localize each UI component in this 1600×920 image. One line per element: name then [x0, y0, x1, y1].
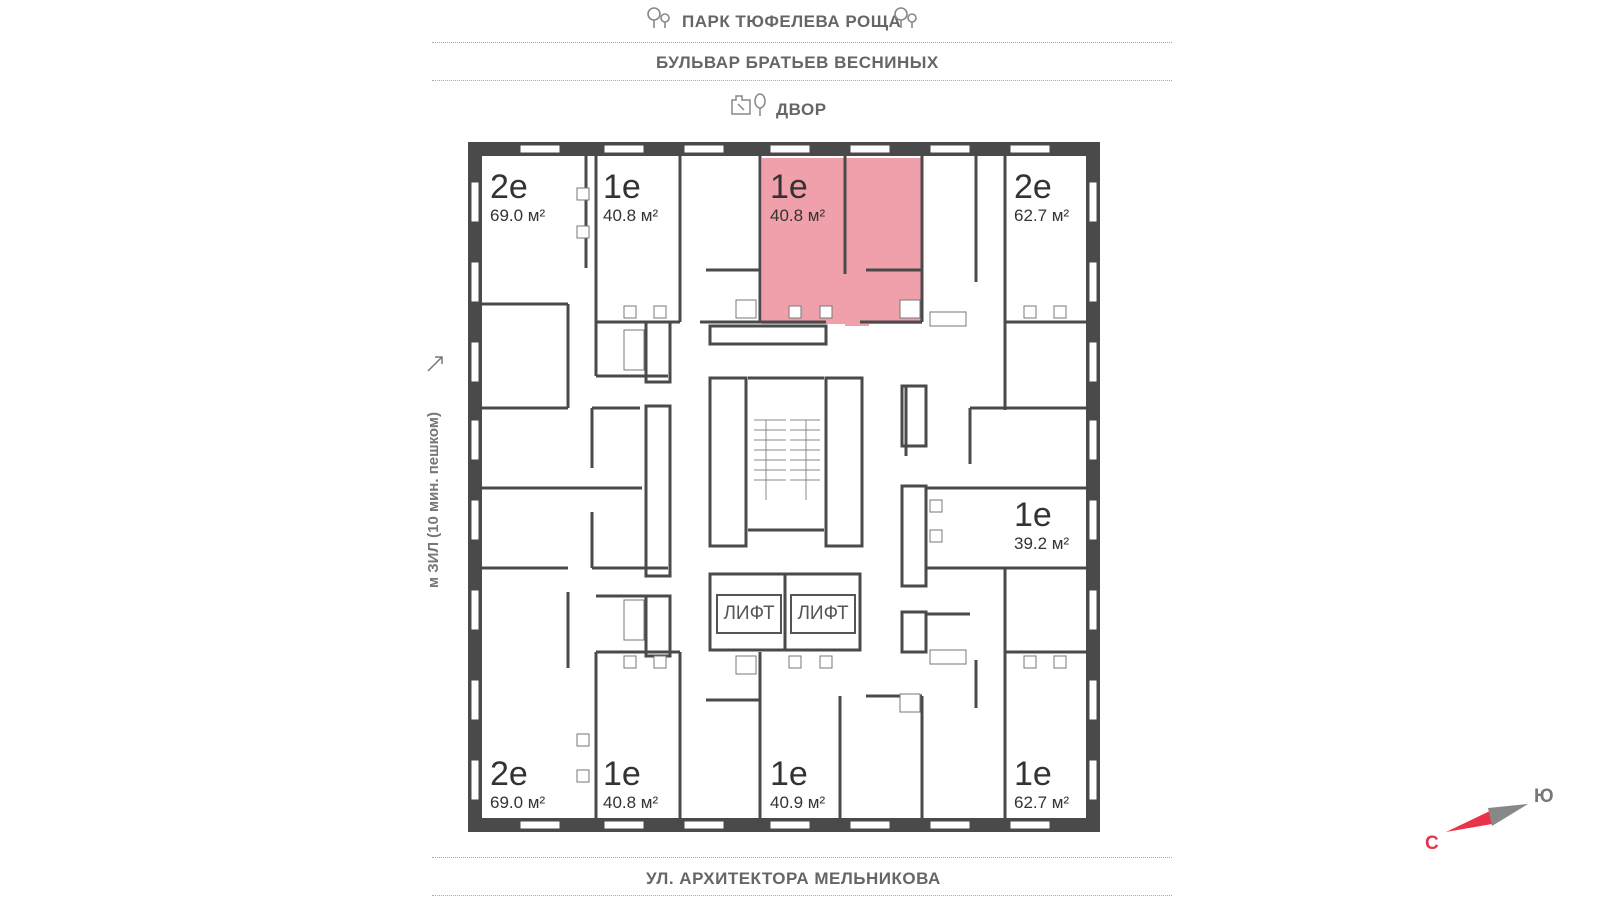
boulevard-label: БУЛЬВАР БРАТЬЕВ ВЕСНИНЫХ: [656, 53, 939, 72]
park-icon: [646, 6, 672, 30]
outer-wall-left: [468, 142, 482, 832]
interior-walls: [482, 156, 1086, 818]
apartment-type: 1е: [603, 168, 641, 206]
walk-arrow-icon: [425, 354, 445, 374]
divider-top-1: [432, 42, 1172, 43]
metro-walk-label: м ЗИЛ (10 мин. пешком): [425, 412, 442, 588]
lift-left: ЛИФТ: [716, 594, 782, 634]
divider-bottom-1: [432, 857, 1172, 858]
compass-north-label: С: [1425, 833, 1439, 854]
apartment-2e-top-right[interactable]: 2е 62.7 м²: [1014, 170, 1069, 226]
divider-top-2: [432, 80, 1172, 81]
apartment-area: 40.9 м²: [770, 793, 826, 812]
apartment-1e-bottom-middle[interactable]: 1е 40.9 м²: [770, 757, 825, 813]
apartment-type: 1е: [1014, 496, 1052, 534]
street-label: УЛ. АРХИТЕКТОРА МЕЛЬНИКОВА: [646, 869, 941, 888]
apartment-1e-top-highlighted[interactable]: 1е 40.8 м²: [770, 170, 825, 226]
apartment-1e-bottom-right[interactable]: 1е 62.7 м²: [1014, 757, 1069, 813]
apartment-type: 1е: [1014, 755, 1052, 793]
windows: [470, 144, 1098, 830]
apartment-type: 2е: [1014, 168, 1052, 206]
apartment-type: 1е: [770, 168, 808, 206]
apartment-2e-bottom-left[interactable]: 2е 69.0 м²: [490, 757, 545, 813]
lift-right: ЛИФТ: [790, 594, 856, 634]
compass-icon: [1440, 798, 1536, 838]
highlighted-apartment-fill-b: [845, 274, 869, 326]
apartment-area: 62.7 м²: [1014, 793, 1070, 812]
apartment-type: 2е: [490, 755, 528, 793]
highlighted-apartment-fill: [762, 158, 922, 324]
park-icon-right: [893, 6, 919, 30]
apartment-area: 39.2 м²: [1014, 534, 1070, 553]
apartment-type: 2е: [490, 168, 528, 206]
compass-south-label: Ю: [1534, 786, 1554, 807]
apartment-area: 40.8 м²: [603, 206, 659, 225]
apartment-area: 62.7 м²: [1014, 206, 1070, 225]
apartment-2e-top-left[interactable]: 2е 69.0 м²: [490, 170, 545, 226]
apartment-type: 1е: [603, 755, 641, 793]
apartment-1e-bottom-left[interactable]: 1е 40.8 м²: [603, 757, 658, 813]
park-label: ПАРК ТЮФЕЛЕВА РОЩА: [682, 12, 902, 31]
apartment-area: 40.8 м²: [603, 793, 659, 812]
stairs: [754, 419, 820, 500]
apartment-1e-right-middle[interactable]: 1е 39.2 м²: [1014, 498, 1069, 554]
divider-bottom-2: [432, 895, 1172, 896]
apartment-type: 1е: [770, 755, 808, 793]
outer-wall-right: [1086, 142, 1100, 832]
yard-icon: [730, 92, 770, 118]
apartment-area: 40.8 м²: [770, 206, 826, 225]
apartment-area: 69.0 м²: [490, 206, 546, 225]
apartment-1e-top-left[interactable]: 1е 40.8 м²: [603, 170, 658, 226]
apartment-area: 69.0 м²: [490, 793, 546, 812]
yard-label: ДВОР: [776, 100, 827, 119]
fixtures: [576, 187, 1067, 783]
